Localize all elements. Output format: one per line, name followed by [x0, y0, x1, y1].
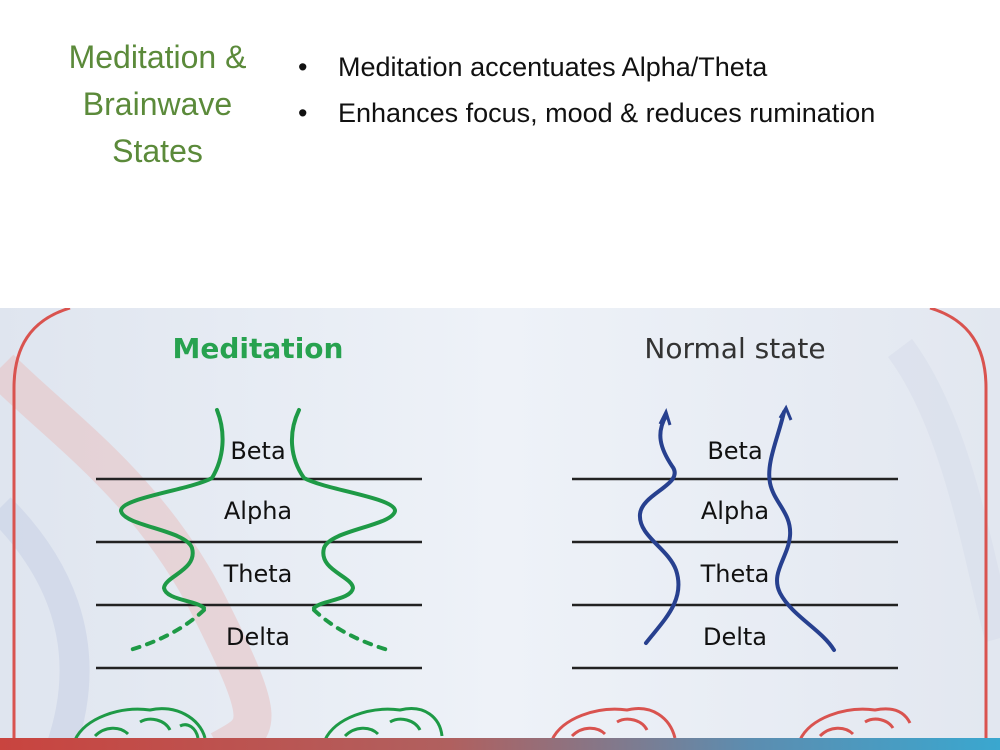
normal-wave-arrowhead	[658, 407, 672, 426]
decorative-swirl	[887, 339, 1000, 643]
band-label-alpha: Alpha	[224, 497, 292, 525]
slide-title: Meditation & Brainwave States	[50, 34, 265, 175]
meditation-wave-left-dotted	[128, 608, 206, 652]
footer-bar	[0, 738, 1000, 750]
band-label-beta: Beta	[707, 437, 762, 465]
band-label-theta: Theta	[700, 560, 770, 588]
bullet-item: Meditation accentuates Alpha/Theta	[298, 44, 875, 90]
decorative-swirl	[0, 497, 90, 750]
meditation-heading: Meditation	[173, 332, 344, 365]
band-label-delta: Delta	[226, 623, 290, 651]
normal-wave-arrowhead	[778, 404, 793, 421]
brainwave-diagram-svg: Meditation Normal state Beta Alpha Theta…	[0, 308, 1000, 750]
band-label-delta: Delta	[703, 623, 767, 651]
brainwave-diagram: Meditation Normal state Beta Alpha Theta…	[0, 308, 1000, 750]
title-line-2: Brainwave	[82, 86, 233, 122]
title-line-3: States	[112, 133, 203, 169]
meditation-wave-left	[119, 408, 225, 610]
band-label-alpha: Alpha	[701, 497, 769, 525]
normal-state-heading: Normal state	[644, 332, 825, 365]
normal-wave-left	[637, 414, 681, 645]
brain-icon	[798, 707, 912, 741]
brain-icon	[73, 707, 207, 741]
bullet-item: Enhances focus, mood & reduces ruminatio…	[298, 90, 875, 136]
band-label-beta: Beta	[230, 437, 285, 465]
brain-icon	[550, 707, 677, 741]
frame-left	[12, 308, 71, 750]
band-label-theta: Theta	[223, 560, 293, 588]
frame-right	[929, 308, 988, 750]
meditation-wave-right-dotted	[312, 608, 390, 652]
meditation-wave-right	[289, 408, 397, 610]
normal-wave-right	[767, 410, 836, 652]
title-line-1: Meditation &	[68, 39, 247, 75]
decorative-swirl	[0, 354, 272, 750]
brain-icon	[323, 707, 444, 741]
bullet-list: Meditation accentuates Alpha/Theta Enhan…	[298, 44, 875, 136]
